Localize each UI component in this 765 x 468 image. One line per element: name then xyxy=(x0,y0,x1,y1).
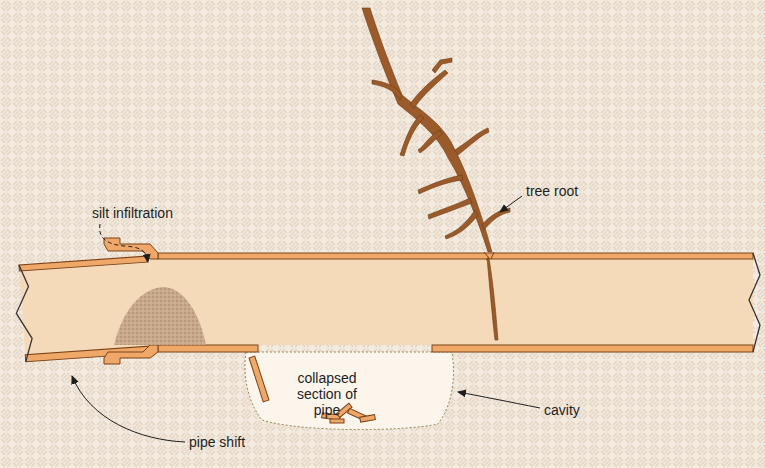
cavity-void xyxy=(245,352,454,430)
leader-lines xyxy=(72,196,540,442)
tree-root xyxy=(362,8,510,340)
callout-label: cavity xyxy=(544,402,580,418)
silt-mound xyxy=(114,287,206,345)
callout-label: silt infiltration xyxy=(92,205,173,221)
callout-label: collapsed section of pipe xyxy=(282,370,372,418)
callout-label: tree root xyxy=(526,183,578,199)
collapsed-pieces xyxy=(249,356,375,423)
pipe xyxy=(150,252,760,352)
callout-label: pipe shift xyxy=(189,434,245,450)
